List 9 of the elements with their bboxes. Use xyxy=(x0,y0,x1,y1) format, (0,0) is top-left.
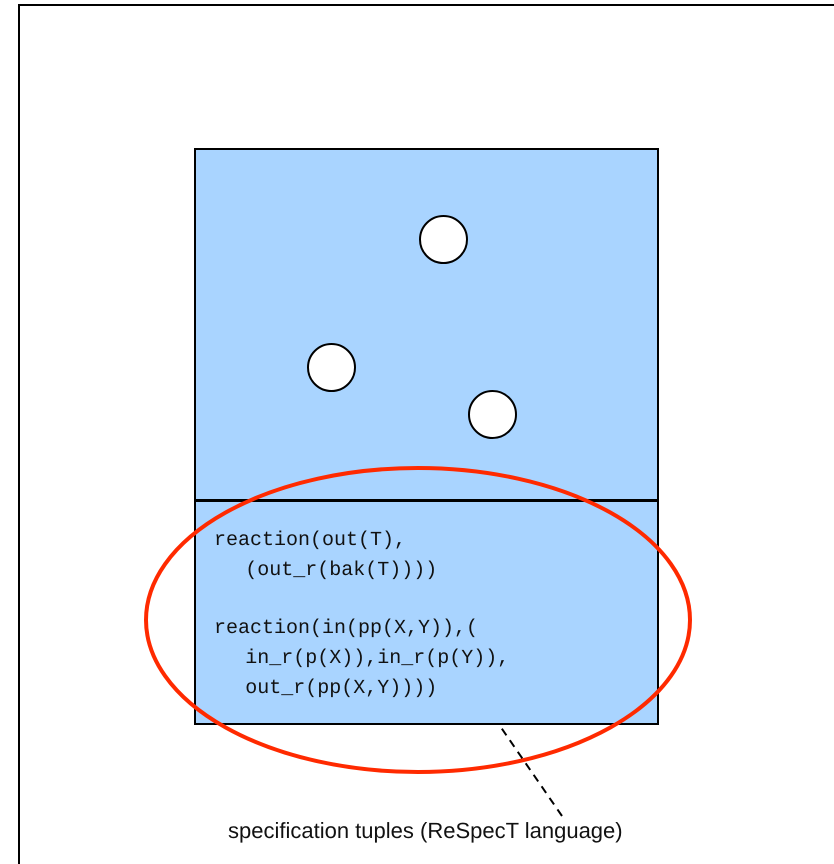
panel xyxy=(194,148,659,501)
token-circle xyxy=(419,215,468,264)
code-text: reaction(in(pp(X,Y)),( in_r(p(X)),in_r(p(Y)), out_r(pp(X,Y)))) xyxy=(214,616,510,702)
token-circle xyxy=(307,343,356,392)
token-circle xyxy=(468,390,517,439)
leader-line xyxy=(499,725,563,817)
annotation-text: specification tuples (ReSpecT language) xyxy=(228,818,623,844)
code-text: reaction(out(T), (out_r(bak(T)))) xyxy=(214,528,438,584)
code-panel xyxy=(194,500,659,725)
